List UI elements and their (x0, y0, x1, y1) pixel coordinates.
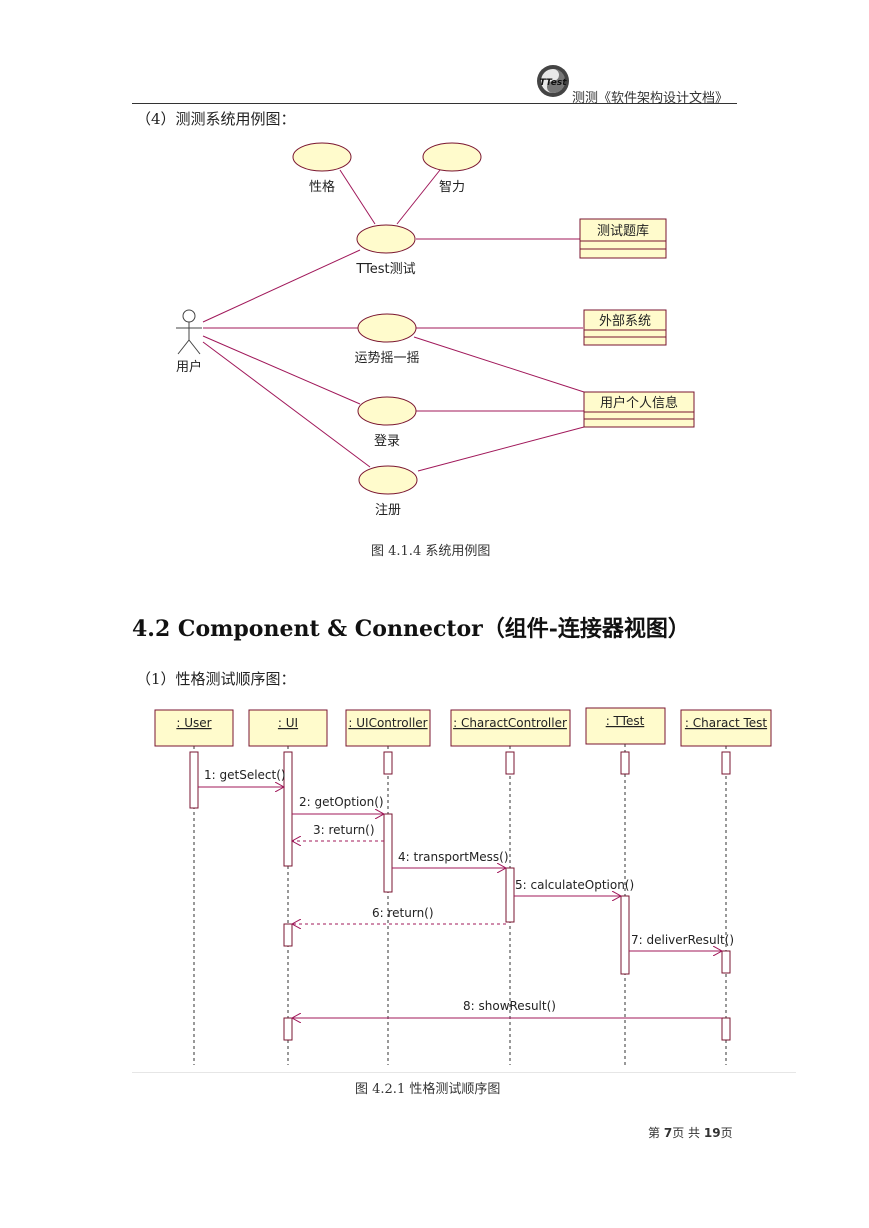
sequence-bottom-rule (132, 1072, 796, 1073)
actor-label: 用户 (176, 359, 202, 375)
lifeline-ui-box (248, 709, 328, 747)
lifeline-label-user: : User (176, 716, 211, 730)
usecase-register-ellipse (358, 465, 418, 495)
usecase-label-yunshi: 运势摇一摇 (354, 350, 419, 366)
footer-total-pages: 19 (703, 1126, 721, 1140)
activation-ttest-1 (620, 751, 630, 775)
message-label-3: 3: return() (313, 823, 375, 837)
class-label-tiku: 测试题库 (597, 223, 649, 239)
activation-ui-2 (283, 923, 293, 947)
footer-page-number: 7 (663, 1126, 673, 1140)
sequence-caption: 图 4.2.1 性格测试顺序图 (355, 1082, 501, 1097)
sequence-intro: （1）性格测试顺序图： (136, 670, 296, 688)
sequence-diagram: : User : UI : UIController : CharactCont… (154, 707, 772, 1065)
footer-prefix: 第 (648, 1126, 661, 1140)
activation-ttest-2 (620, 895, 630, 975)
lifeline-user-box (154, 709, 234, 747)
message-label-7: 7: deliverResult() (631, 933, 734, 947)
logo-text: TTest (539, 78, 567, 88)
activation-charactcontroller-1 (505, 751, 515, 775)
footer-suffix: 页 (720, 1126, 733, 1140)
message-label-6: 6: return() (372, 906, 434, 920)
activation-charactcontroller-2 (505, 867, 515, 923)
header-logo: TTest (536, 64, 570, 98)
usecase-label-zhili: 智力 (439, 180, 465, 195)
usecase-label-xingge: 性格 (309, 179, 335, 195)
usecase-xingge-ellipse (292, 142, 352, 172)
footer-mid: 页 共 (672, 1126, 701, 1140)
activation-uicontroller-1 (383, 751, 393, 775)
usecase-label-register: 注册 (375, 503, 401, 518)
class-box-userinfo (583, 391, 695, 428)
lifeline-uicontroller-box (345, 709, 431, 747)
header-divider (132, 103, 737, 104)
class-box-tiku (579, 218, 667, 259)
lifeline-label-charactcontroller: : CharactController (453, 716, 567, 730)
lifeline-characttest-box (680, 709, 772, 747)
usecase-caption: 图 4.1.4 系统用例图 (371, 544, 491, 559)
activation-ui-3 (283, 1017, 293, 1041)
lifeline-charactcontroller-box (450, 709, 571, 747)
message-label-2: 2: getOption() (299, 795, 384, 809)
section-heading: 4.2 Component & Connector（组件-连接器视图） (132, 616, 690, 642)
lifeline-label-uicontroller: : UIController (348, 716, 427, 730)
lifeline-label-ttest: : TTest (606, 714, 645, 728)
usecase-diagram: 性格 智力 TTest测试 运势摇一摇 登录 注册 用户 测试题库 外部系统 用… (176, 142, 695, 518)
lifeline-label-characttest: : Charact Test (685, 716, 768, 730)
class-label-waibu: 外部系统 (599, 314, 651, 329)
usecase-login-ellipse (357, 396, 417, 426)
usecase-intro: （4）测测系统用例图： (136, 110, 296, 128)
actor-user-figure (176, 309, 202, 355)
activation-characttest-3 (721, 1017, 731, 1041)
message-label-1: 1: getSelect() (204, 768, 286, 782)
activation-characttest-1 (721, 751, 731, 775)
activation-ui-1 (283, 751, 293, 867)
page-footer: 第 7页 共 19页 (648, 1124, 733, 1141)
lifeline-label-ui: : UI (278, 716, 298, 730)
class-box-waibu (583, 309, 667, 346)
activation-characttest-2 (721, 950, 731, 974)
activation-user (189, 751, 199, 809)
message-label-4: 4: transportMess() (398, 850, 509, 864)
usecase-zhili-ellipse (422, 142, 482, 172)
usecase-yunshi-ellipse (357, 313, 417, 343)
class-label-userinfo: 用户个人信息 (600, 395, 678, 411)
activation-uicontroller-2 (383, 813, 393, 893)
usecase-ttest-ellipse (356, 224, 416, 254)
header-title: 测测《软件架构设计文档》 (572, 91, 729, 106)
usecase-label-ttest: TTest测试 (355, 262, 415, 277)
lifeline-ttest-box (585, 707, 666, 745)
message-label-5: 5: calculateOption() (515, 878, 634, 892)
usecase-label-login: 登录 (374, 434, 400, 449)
message-label-8: 8: showResult() (463, 999, 556, 1013)
